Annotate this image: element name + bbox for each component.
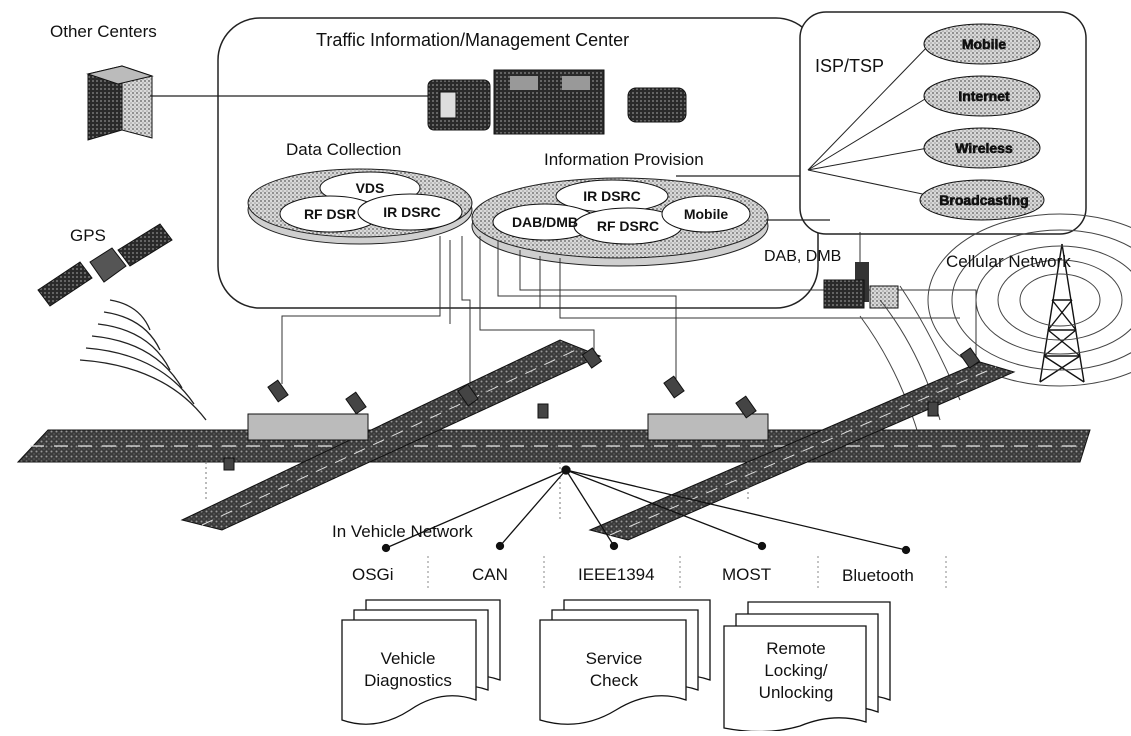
center-wiring: [281, 232, 977, 390]
data-collection-group: VDS RF DSR IR DSRC: [247, 168, 473, 245]
mobile-service-ellipse: [923, 23, 1041, 65]
tim-center-box: [217, 17, 819, 309]
internet-service-ellipse: [923, 75, 1041, 117]
other-centers-label: Other Centers: [50, 22, 157, 41]
vds-label: VDS: [356, 180, 385, 196]
app-service-check: Service Check: [585, 649, 643, 690]
tim-center-title: Traffic Information/Management Center: [316, 30, 630, 50]
rf-dsr-label: RF DSR: [304, 206, 356, 222]
protocol-ieee1394: IEEE1394: [578, 565, 655, 584]
roadside-poles: [205, 462, 749, 520]
dab-dmb-tower-label: DAB, DMB: [764, 248, 842, 265]
app-vehicle-diagnostics: Vehicle Diagnostics: [364, 649, 452, 690]
doc-stack-vehicle-diagnostics: [341, 599, 501, 725]
data-collection-label: Data Collection: [286, 140, 402, 159]
roadside-units: [223, 347, 981, 471]
protocol-bluetooth: Bluetooth: [842, 566, 914, 585]
dab-dmb-tower-icon: [823, 262, 899, 309]
center-servers-icon: [427, 69, 687, 135]
ir-dsrc-ellipse-collection: [357, 193, 463, 231]
doc-stack-service-check: [539, 599, 711, 725]
mobile-ellipse-provision: [661, 195, 751, 233]
isp-services-group: Mobile Internet Wireless Broadcasting: [807, 23, 1045, 221]
ir-dsrc-label-provision: IR DSRC: [583, 188, 641, 204]
gps-satellite-icon: [37, 223, 173, 307]
isp-tsp-label: ISP/TSP: [815, 56, 885, 76]
gps-label: GPS: [70, 226, 106, 245]
protocol-separators: [427, 556, 947, 588]
app-remote-locking: Remote Locking/ Unlocking: [758, 639, 834, 702]
wireless-service-label: Wireless: [955, 140, 1013, 156]
information-provision-label: Information Provision: [544, 150, 704, 169]
road-network: [16, 339, 1091, 541]
protocol-osgi: OSGi: [352, 565, 394, 584]
in-vehicle-network-label: In Vehicle Network: [332, 522, 473, 541]
broadcasting-service-label: Broadcasting: [939, 192, 1028, 208]
cellular-network-label: Cellular Network: [946, 252, 1071, 271]
ir-dsrc-label-collection: IR DSRC: [383, 204, 441, 220]
wireless-service-ellipse: [923, 127, 1041, 169]
broadcasting-service-ellipse: [919, 179, 1045, 221]
protocol-can: CAN: [472, 565, 508, 584]
internet-service-label: Internet: [958, 88, 1010, 104]
isp-tsp-box: [799, 11, 1087, 235]
in-vehicle-network-links: [381, 465, 911, 555]
mobile-service-label: Mobile: [962, 36, 1007, 52]
doc-stack-remote-locking: [723, 601, 891, 733]
information-provision-group: IR DSRC DAB/DMB RF DSRC Mobile: [471, 177, 769, 267]
cellular-tower-icon: [1039, 243, 1085, 383]
dab-dmb-label: DAB/DMB: [512, 214, 578, 230]
other-centers-server-icon: [86, 65, 154, 141]
gps-signal-waves: [79, 299, 207, 421]
protocol-most: MOST: [722, 565, 772, 584]
mobile-label-provision: Mobile: [684, 206, 729, 222]
rf-dsrc-label: RF DSRC: [597, 218, 659, 234]
